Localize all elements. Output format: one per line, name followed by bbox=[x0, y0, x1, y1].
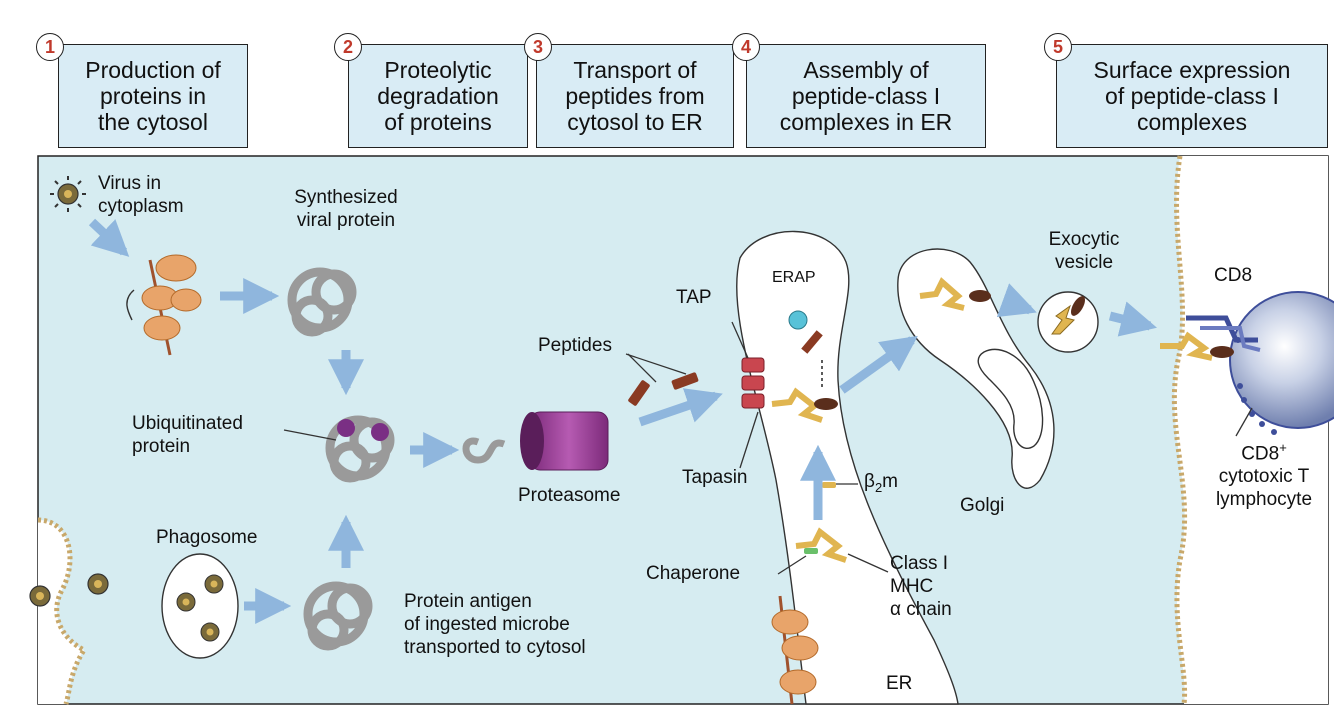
step-3-box: Transport of peptides from cytosol to ER bbox=[536, 44, 734, 148]
label-beta2m-sub: 2 bbox=[874, 479, 883, 495]
label-beta2m-beta: β bbox=[864, 471, 875, 492]
extracellular-space bbox=[1174, 156, 1328, 704]
ribosome-cluster bbox=[126, 254, 202, 356]
step-1-title: Production of proteins in the cytosol bbox=[85, 57, 221, 135]
plasma-membrane bbox=[1171, 155, 1188, 705]
label-virus-in-cytoplasm: Virus in cytoplasm bbox=[98, 173, 184, 217]
label-erap: ERAP bbox=[772, 269, 816, 286]
vesicle-peptide bbox=[1071, 296, 1085, 316]
label-synthesized-viral-protein: Synthesized viral protein bbox=[294, 187, 398, 231]
phagocytic-pocket bbox=[38, 520, 84, 704]
step-1-number: 1 bbox=[36, 33, 64, 61]
synthesized-protein-coil bbox=[287, 267, 357, 337]
newly-synthesized-mhc bbox=[795, 527, 847, 563]
label-proteasome: Proteasome bbox=[518, 485, 621, 506]
tcr-molecule bbox=[1200, 326, 1261, 352]
step-4-number: 4 bbox=[732, 33, 760, 61]
label-peptides: Peptides bbox=[538, 335, 612, 356]
cell-cytosol bbox=[37, 155, 1329, 705]
phagosome-microbes bbox=[176, 574, 224, 642]
golgi-peptide bbox=[969, 290, 991, 302]
label-phagosome: Phagosome bbox=[156, 527, 258, 548]
surface-mhc bbox=[1160, 331, 1213, 361]
label-cd8-t-lymphocyte: CD8+ cytotoxic T lymphocyte bbox=[1196, 436, 1332, 511]
engulfed-virus-icon bbox=[87, 573, 109, 595]
label-tap: TAP bbox=[676, 287, 712, 308]
peptides bbox=[628, 372, 699, 406]
label-cd8-main: CD8 bbox=[1241, 443, 1280, 465]
golgi-cisterna bbox=[977, 348, 1044, 449]
label-golgi: Golgi bbox=[960, 495, 1005, 516]
extracellular-virus-icon bbox=[29, 585, 51, 607]
label-beta2m: β2m bbox=[864, 470, 898, 499]
label-beta2m-m: m bbox=[882, 471, 898, 492]
step-2-box: Proteolytic degradation of proteins bbox=[348, 44, 528, 148]
step-5-title: Surface expression of peptide-class I co… bbox=[1093, 57, 1291, 135]
label-class-i-mhc: Class I MHC α chain bbox=[890, 553, 952, 620]
flow-arrows bbox=[88, 218, 1157, 624]
t-cell bbox=[1229, 291, 1334, 429]
tap-transporter bbox=[741, 357, 765, 409]
label-chaperone: Chaperone bbox=[646, 563, 741, 584]
beta2m-subunit bbox=[822, 482, 836, 488]
phagosome bbox=[161, 553, 239, 659]
ingested-protein-coil bbox=[303, 581, 373, 651]
step-5-box: Surface expression of peptide-class I co… bbox=[1056, 44, 1328, 148]
er-peptide-loaded bbox=[814, 398, 838, 410]
label-cd8: CD8 bbox=[1214, 265, 1253, 286]
label-protein-antigen: Protein antigen of ingested microbe tran… bbox=[404, 591, 586, 658]
label-er: ER bbox=[886, 673, 913, 694]
label-cd8-sup: + bbox=[1279, 440, 1287, 455]
label-cd8-rest: cytotoxic T lymphocyte bbox=[1215, 466, 1313, 511]
virus-icon bbox=[50, 176, 86, 212]
vesicle-mhc bbox=[1051, 304, 1075, 335]
er-membrane bbox=[736, 230, 959, 705]
step-3-number: 3 bbox=[524, 33, 552, 61]
er-ribosomes bbox=[771, 595, 819, 705]
erap-enzyme bbox=[788, 310, 823, 388]
step-2-number: 2 bbox=[334, 33, 362, 61]
step-4-title: Assembly of peptide-class I complexes in… bbox=[779, 57, 953, 135]
phagocytic-membrane bbox=[37, 517, 88, 705]
label-exocytic-vesicle: Exocytic vesicle bbox=[1048, 229, 1120, 273]
label-ubiquitinated-protein: Ubiquitinated protein bbox=[132, 413, 243, 457]
step-3-title: Transport of peptides from cytosol to ER bbox=[565, 57, 705, 135]
step-4-box: Assembly of peptide-class I complexes in… bbox=[746, 44, 986, 148]
er-mhc-complex bbox=[771, 387, 823, 423]
step-2-title: Proteolytic degradation of proteins bbox=[377, 57, 499, 135]
t-cell-surface-dots bbox=[1235, 337, 1277, 435]
chaperone-protein bbox=[804, 548, 818, 554]
golgi-mhc-complex bbox=[919, 277, 965, 311]
leader-lines bbox=[283, 321, 1253, 575]
ubiquitinated-protein-coil bbox=[325, 415, 395, 483]
step-1-box: Production of proteins in the cytosol bbox=[58, 44, 248, 148]
surface-peptide bbox=[1210, 346, 1234, 358]
label-tapasin: Tapasin bbox=[682, 467, 748, 488]
proteasome bbox=[462, 411, 609, 471]
step-5-number: 5 bbox=[1044, 33, 1072, 61]
